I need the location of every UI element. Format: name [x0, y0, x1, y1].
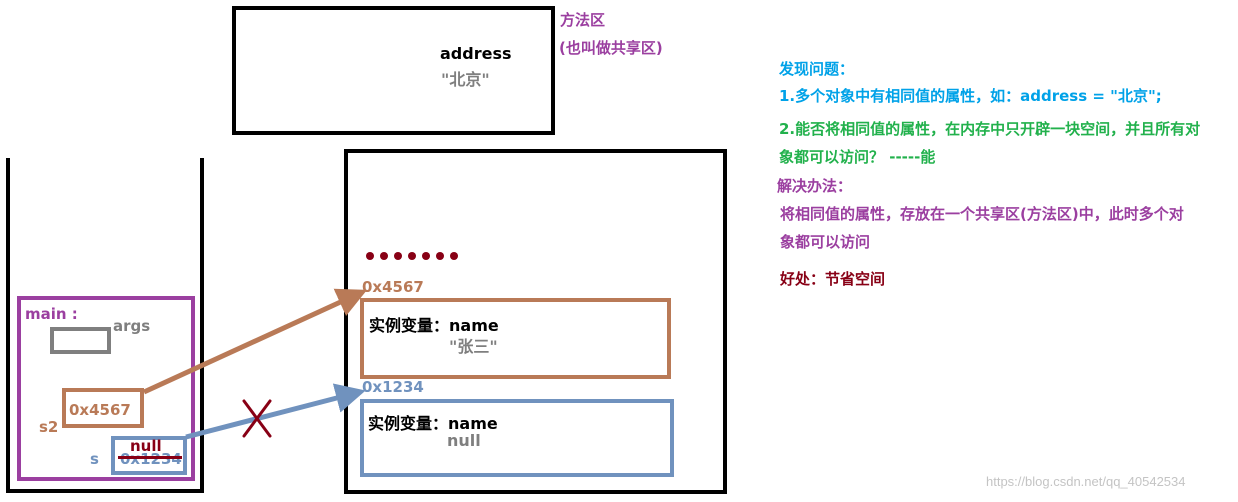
object-2-value: null — [447, 431, 481, 450]
object-1-address: 0x4567 — [362, 278, 424, 296]
problem-2-line-1: 2.能否将相同值的属性，在内存中只开辟一块空间，并且所有对 — [779, 120, 1201, 138]
method-area-title: 方法区 — [560, 11, 606, 29]
args-label: args — [113, 317, 151, 335]
stack-wall-right — [200, 158, 204, 493]
s-new-value: null — [130, 437, 162, 455]
reference-arrow-s2 — [142, 288, 368, 395]
benefit-note: 好处：节省空间 — [780, 270, 886, 288]
cross-mark-icon — [242, 399, 272, 438]
stack-wall-bottom — [6, 489, 204, 493]
solution-line-2: 象都可以访问 — [780, 233, 871, 251]
solution-line-1: 将相同值的属性，存放在一个共享区(方法区)中，此时多个对 — [780, 205, 1184, 223]
s2-label: s2 — [39, 418, 59, 436]
main-stack-frame — [17, 296, 195, 481]
main-frame-label: main : — [25, 305, 78, 323]
s-old-value: 0x1234 — [120, 450, 182, 468]
object-1-field: 实例变量：name — [369, 316, 499, 335]
stack-wall-left — [6, 158, 10, 493]
s2-variable-box — [62, 388, 144, 428]
object-1-box — [360, 298, 671, 379]
method-area-variable: address — [440, 44, 512, 63]
method-area-box — [232, 6, 555, 135]
s2-value: 0x4567 — [69, 401, 131, 419]
reference-arrow-s-removed — [185, 383, 366, 440]
method-area-value: "北京" — [441, 70, 490, 89]
problem-2-line-2: 象都可以访问？ -----能 — [779, 148, 936, 166]
args-variable-box — [50, 327, 111, 354]
problem-1: 1.多个对象中有相同值的属性，如：address = "北京"; — [779, 87, 1162, 105]
method-area-subtitle: (也叫做共享区) — [559, 39, 663, 57]
s-label: s — [90, 450, 99, 468]
strike-through-line — [118, 456, 182, 459]
object-2-field: 实例变量：name — [368, 414, 498, 433]
object-1-value: "张三" — [449, 337, 498, 356]
problem-title: 发现问题： — [779, 60, 855, 78]
solution-title: 解决办法： — [777, 177, 853, 195]
object-2-box — [360, 399, 674, 477]
object-2-address: 0x1234 — [362, 378, 424, 396]
heap-ellipsis-dots — [366, 252, 458, 260]
s-variable-box — [111, 436, 187, 475]
heap-box — [344, 149, 727, 494]
watermark: https://blog.csdn.net/qq_40542534 — [986, 474, 1186, 489]
